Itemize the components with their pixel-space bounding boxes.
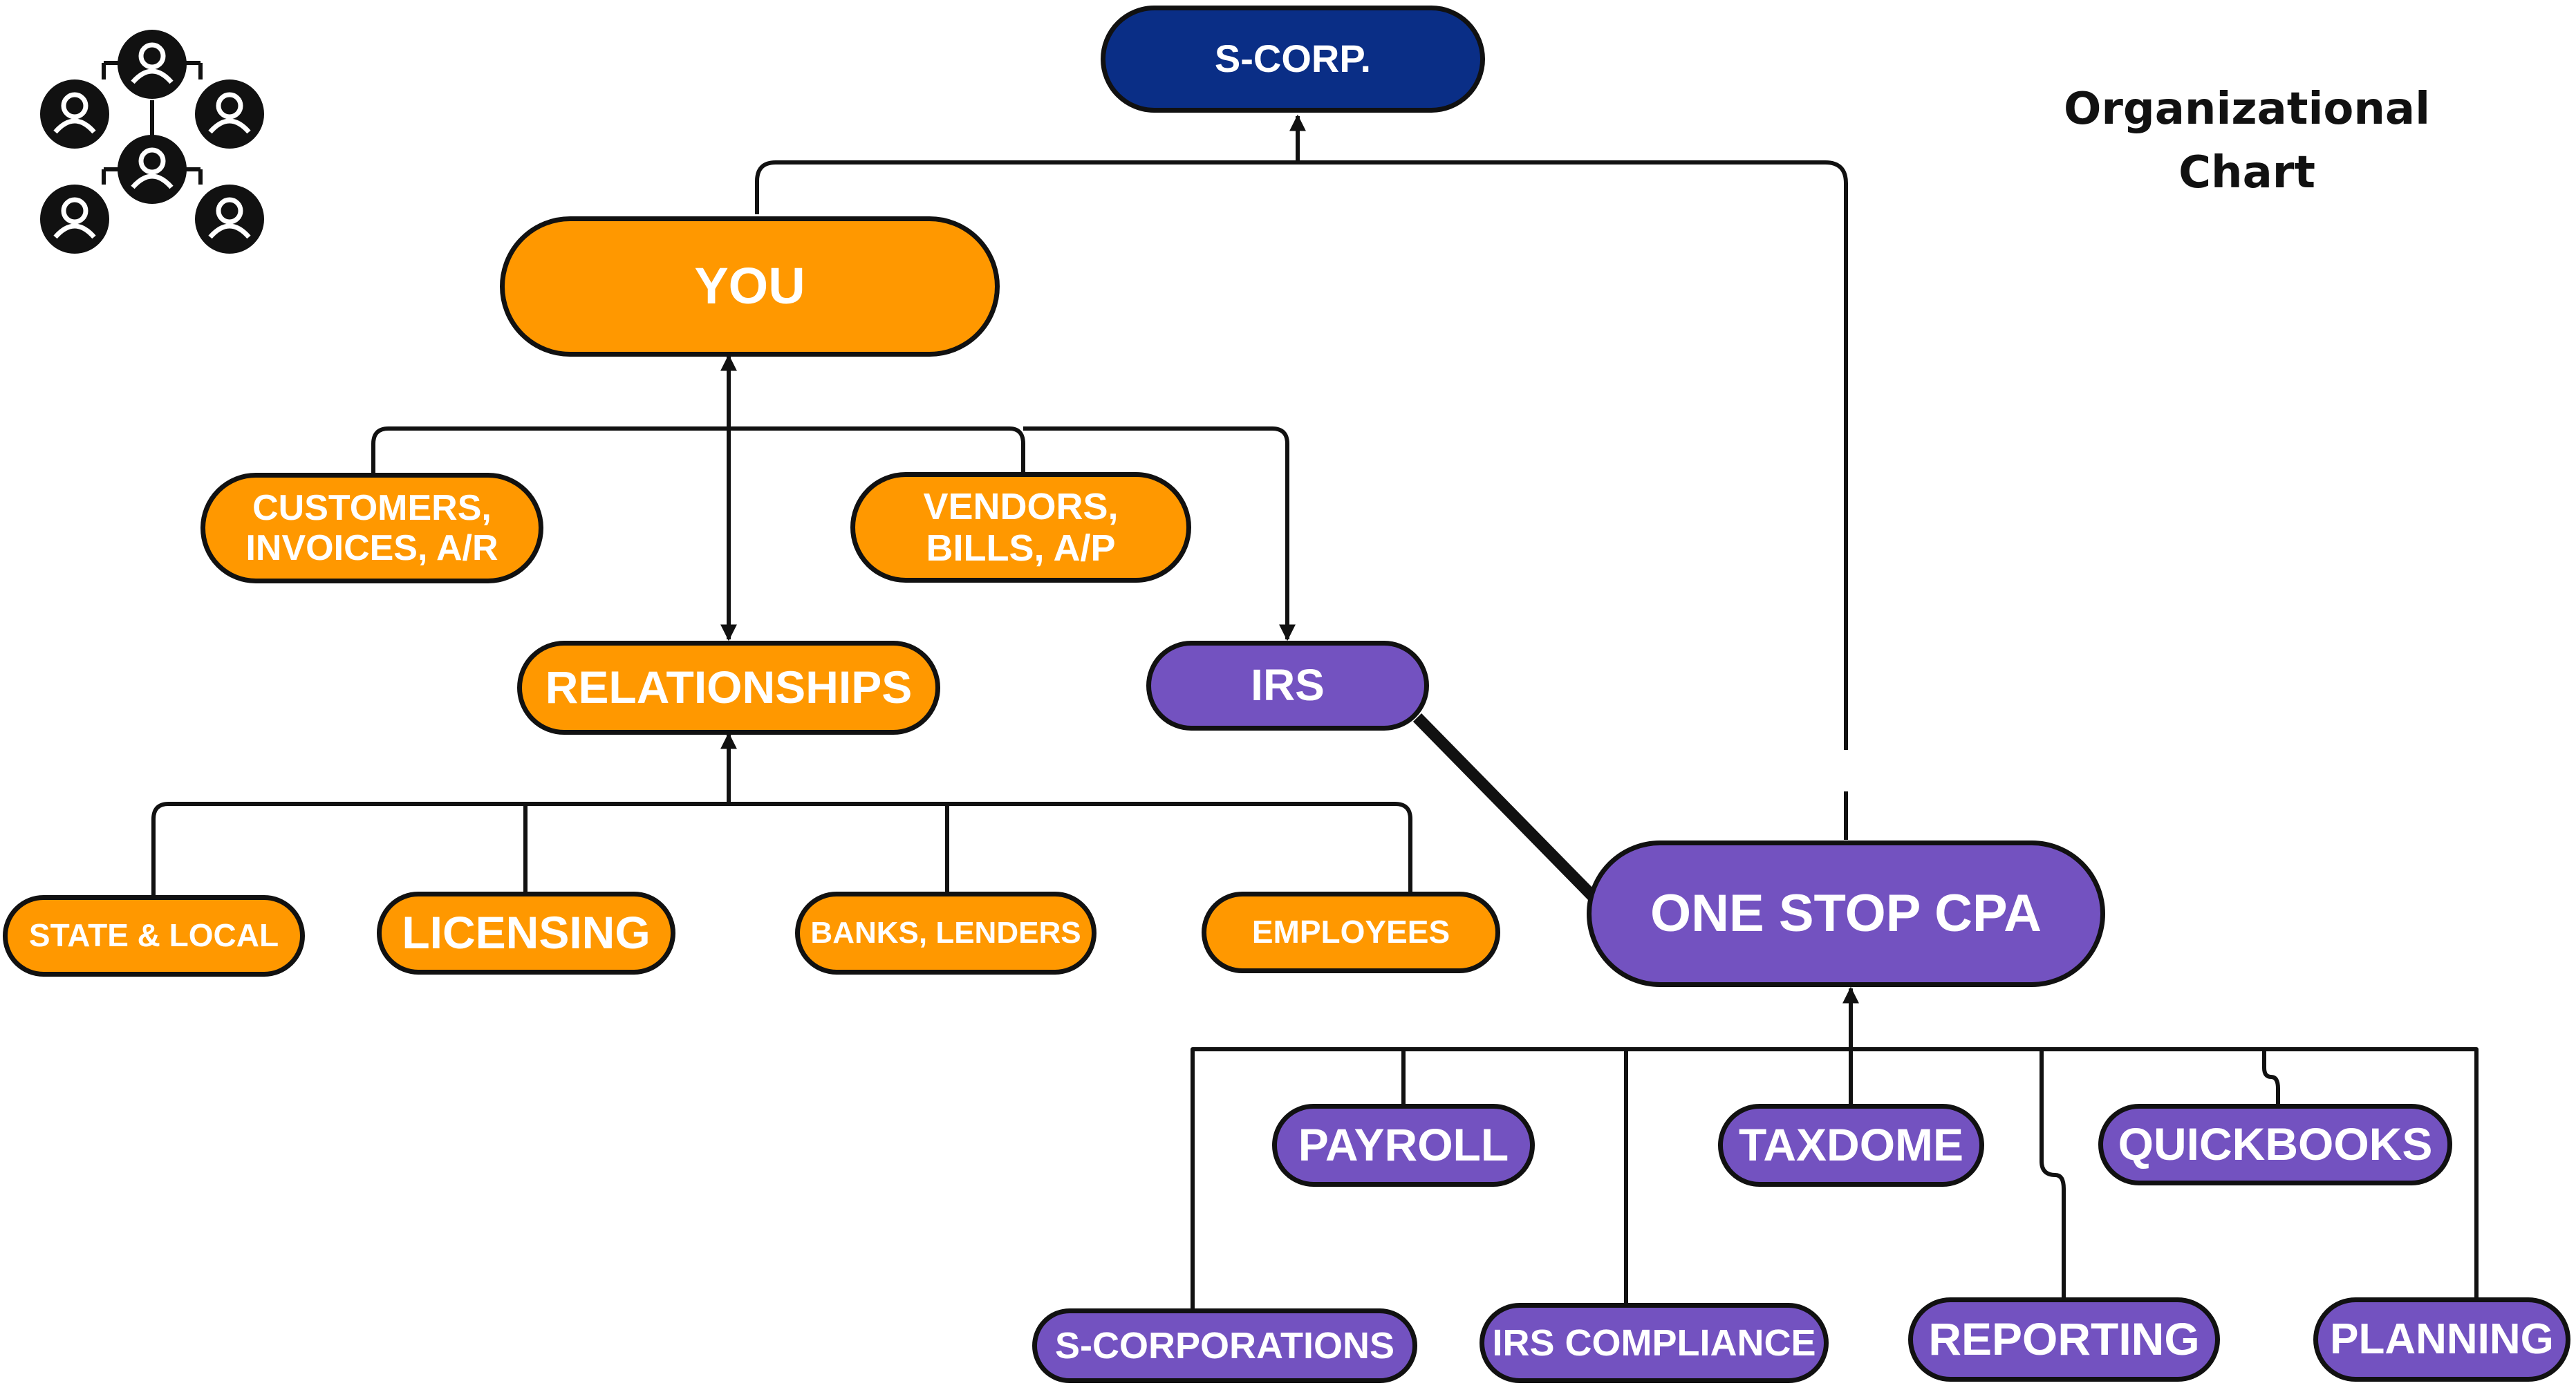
irs-onestop-thick-connector	[1412, 713, 1598, 901]
relationships-branch-bracket	[151, 802, 1412, 895]
node-you: YOU	[500, 216, 1000, 357]
node-licensing: LICENSING	[377, 892, 675, 975]
node-s-corporations: S-CORPORATIONS	[1032, 1308, 1417, 1383]
node-customers: CUSTOMERS, INVOICES, A/R	[200, 473, 543, 583]
node-employees: EMPLOYEES	[1202, 892, 1500, 973]
node-quickbooks: QUICKBOOKS	[2098, 1104, 2452, 1185]
node-banks-lenders: BANKS, LENDERS	[795, 892, 1096, 975]
you-branch-bracket	[371, 426, 1025, 473]
node-reporting: REPORTING	[1908, 1297, 2220, 1382]
people-network-icon	[40, 30, 264, 254]
node-one-stop-cpa: ONE STOP CPA	[1587, 840, 2105, 987]
node-irs-compliance: IRS COMPLIANCE	[1480, 1303, 1829, 1383]
node-vendors: VENDORS, BILLS, A/P	[850, 472, 1191, 583]
node-state-local: STATE & LOCAL	[3, 895, 305, 977]
node-s-corp: S-CORP.	[1101, 6, 1485, 113]
irs-connector	[1023, 426, 1296, 641]
node-taxdome: TAXDOME	[1718, 1104, 1984, 1187]
node-payroll: PAYROLL	[1272, 1104, 1535, 1187]
chart-title: Organizational Chart	[2063, 84, 2431, 198]
node-irs: IRS	[1146, 641, 1429, 731]
node-relationships: RELATIONSHIPS	[517, 641, 940, 735]
node-planning: PLANNING	[2313, 1297, 2570, 1382]
cpa-branch-bracket	[1191, 1047, 2479, 1310]
reporting-connector	[2040, 1049, 2066, 1298]
quickbooks-connector	[2262, 1049, 2280, 1104]
you-to-scorp-connector	[755, 160, 1848, 750]
